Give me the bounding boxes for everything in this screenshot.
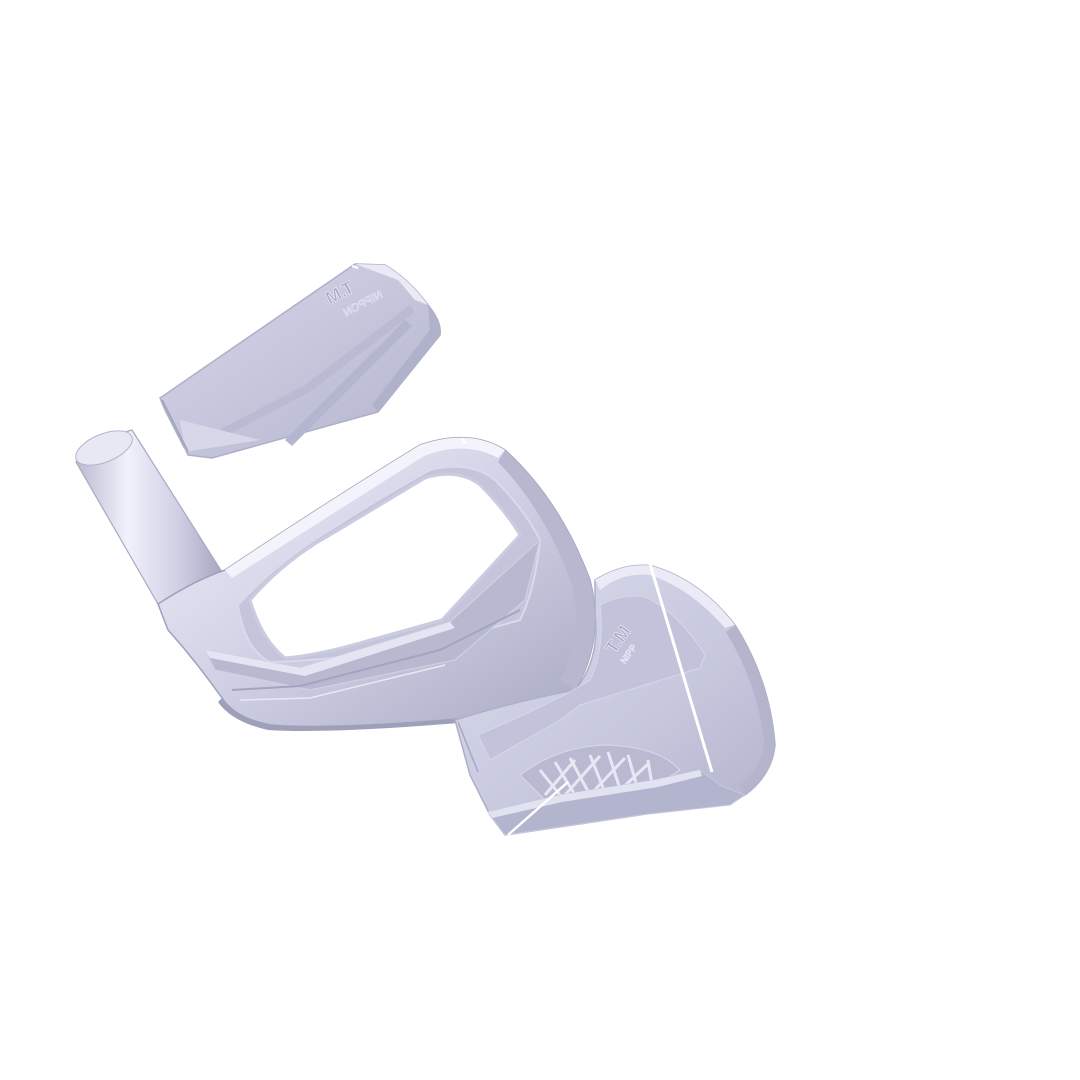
body-frame-part[interactable] [71,424,596,731]
face-insert-part[interactable]: T.M NIPP [454,563,776,836]
back-plate-part[interactable]: T.M NIPPON [159,263,441,459]
